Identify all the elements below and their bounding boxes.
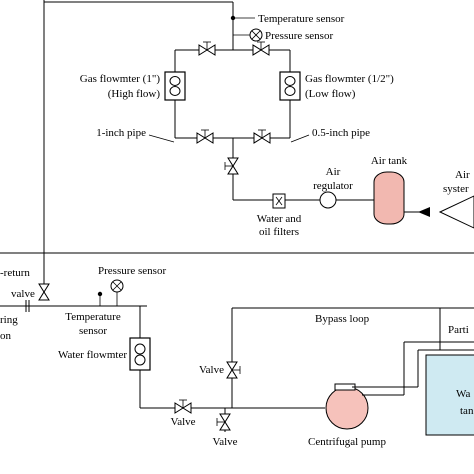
air-system-icon [438,195,474,229]
gas-flowmeter-low-icon [279,71,301,101]
valve-gas-bottom-left-icon[interactable] [196,129,214,144]
valve-horizontal-label: Valve [170,416,195,428]
water-flowmeter-label: Water flowmter [58,349,127,361]
centrifugal-pump-label: Centrifugal pump [308,436,386,448]
valve-gas-bottom-right-icon[interactable] [253,129,271,144]
valve-gas-top-left-icon[interactable] [198,41,216,56]
water-tank-icon [425,354,474,436]
half-inch-pipe-label: 0.5-inch pipe [312,127,370,139]
centrifugal-pump-icon [325,383,369,430]
gas-flowmeter-high-label-2: (High flow) [108,88,161,100]
valve-gas-vertical-icon[interactable] [224,157,239,175]
gas-flowmeter-high-label-1: Gas flowmter (1") [80,73,161,85]
valve-bottom-icon[interactable] [216,413,231,431]
gas-section [43,0,474,300]
air-regulator-icon [319,191,337,209]
particle-cut-label: Parti [448,324,469,336]
temperature-sensor-top-label: Temperature sensor [258,13,345,25]
pressure-sensor-bottom-icon [110,279,124,293]
temperature-sensor-bottom-label-1: Temperature [65,311,121,323]
one-inch-pipe-label: 1-inch pipe [96,127,146,139]
valve-horizontal-icon[interactable] [174,399,192,414]
check-valve-label-2: valve [11,288,35,300]
air-regulator-label-1: Air [326,166,341,178]
air-system-label-1: Air [455,169,470,181]
flow-arrow-icon [418,207,430,217]
gas-flowmeter-high-icon [164,71,186,101]
left-cut-label-1: ring [0,314,18,326]
valve-bypass-icon[interactable] [226,361,241,379]
check-valve-icon[interactable] [38,283,50,301]
water-section [0,252,474,436]
gas-flowmeter-low-label-1: Gas flowmter (1/2") [305,73,394,85]
air-tank-label: Air tank [371,155,408,167]
valve-gas-top-right-icon[interactable] [252,41,270,56]
valve-bypass-label: Valve [199,364,224,376]
left-cut-label-2: on [0,330,12,342]
gas-flowmeter-low-label-2: (Low flow) [305,88,356,100]
water-tank-label-2: tan [460,405,474,417]
filters-label-2: oil filters [259,226,299,238]
valve-bottom-label: Valve [212,436,237,448]
pressure-sensor-bottom-label: Pressure sensor [98,265,166,277]
filters-label-1: Water and [257,213,302,225]
temperature-sensor-bottom-label-2: sensor [79,325,107,337]
water-oil-filter-icon [272,193,286,209]
bypass-loop-label: Bypass loop [315,313,370,325]
pressure-sensor-top-label: Pressure sensor [265,30,333,42]
air-tank-icon [373,171,405,225]
air-system-label-2: syster [443,183,469,195]
pressure-sensor-top-icon [249,28,263,42]
water-tank-label-1: Wa [456,388,471,400]
check-valve-label-1: -return [0,267,30,279]
air-regulator-label-2: regulator [313,180,353,192]
water-flowmeter-icon [129,337,151,371]
